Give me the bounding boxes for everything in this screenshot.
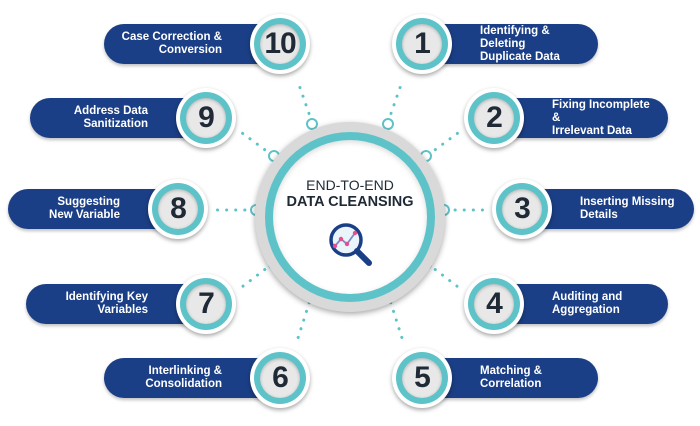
step-4-label: Auditing and Aggregation xyxy=(552,291,623,316)
step-3-number: 3 xyxy=(514,192,531,225)
connector-4 xyxy=(426,262,464,292)
step-7-number: 7 xyxy=(198,287,215,320)
step-9-number: 9 xyxy=(198,101,215,134)
step-8-number: 8 xyxy=(170,192,187,225)
step-6-number: 6 xyxy=(272,361,289,394)
step-4-badge: 4 xyxy=(464,274,524,334)
step-2-badge: 2 xyxy=(464,88,524,148)
step-3-badge: 3 xyxy=(492,179,552,239)
connector-9 xyxy=(236,128,274,157)
magnifier-chart-icon xyxy=(329,223,372,266)
step-10-badge: 10 xyxy=(250,14,310,74)
connector-7 xyxy=(236,262,274,292)
step-6-label: Interlinking & Consolidation xyxy=(145,365,222,390)
step-9-badge: 9 xyxy=(176,88,236,148)
hub-title-line2: DATA CLEANSING xyxy=(286,194,414,210)
step-7-badge: 7 xyxy=(176,274,236,334)
step-9-label: Address Data Sanitization xyxy=(73,105,148,130)
step-10-label: Case Correction & Conversion xyxy=(121,31,222,56)
step-8-badge: 8 xyxy=(148,179,208,239)
step-2-label: Fixing Incomplete & Irrelevant Data xyxy=(552,98,650,137)
connector-10 xyxy=(296,80,314,124)
connector-2 xyxy=(426,128,464,157)
connector-1 xyxy=(386,80,404,124)
step-5-number: 5 xyxy=(414,361,431,394)
step-10-number: 10 xyxy=(264,27,296,60)
hub-center xyxy=(273,140,427,294)
step-4-number: 4 xyxy=(486,287,503,320)
step-7-label: Identifying Key Variables xyxy=(65,291,148,316)
step-3-label: Inserting Missing Details xyxy=(580,196,675,221)
step-8-label: Suggesting New Variable xyxy=(49,196,120,221)
step-2-number: 2 xyxy=(486,101,503,134)
hub-title-line1: END-TO-END xyxy=(306,177,394,193)
step-5-label: Matching & Correlation xyxy=(480,365,542,390)
step-1-number: 1 xyxy=(414,27,431,60)
step-1-label: Identifying & Deleting Duplicate Data xyxy=(480,24,560,63)
step-5-badge: 5 xyxy=(392,348,452,408)
step-6-badge: 6 xyxy=(250,348,310,408)
step-1-badge: 1 xyxy=(392,14,452,74)
